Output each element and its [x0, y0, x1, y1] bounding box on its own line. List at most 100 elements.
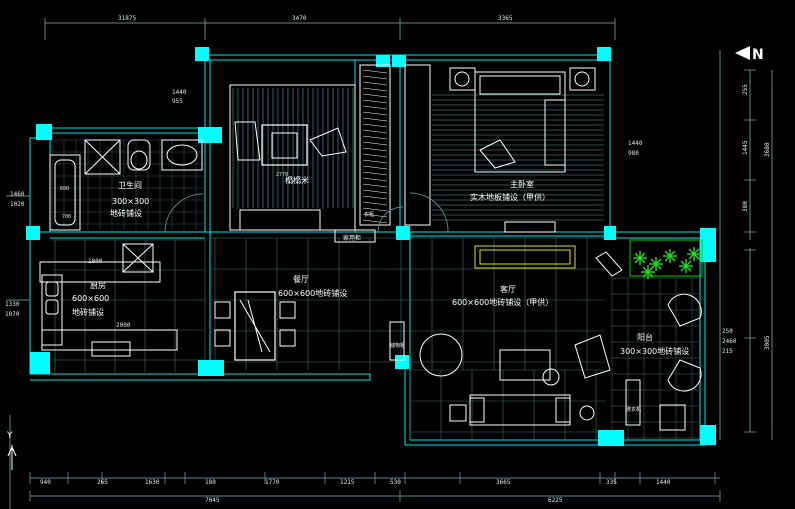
study-floor-pattern — [232, 88, 354, 208]
wardrobe-label: 衣柜 — [364, 211, 374, 218]
bathroom-tile: 300×300 — [112, 197, 149, 206]
wardrobe-hanger — [362, 165, 388, 170]
study-furniture — [229, 84, 376, 243]
plant-leaf — [688, 253, 695, 260]
outer-walls — [29, 54, 706, 446]
plant-leaf — [639, 252, 646, 259]
dim-bottom-4: 180 — [205, 479, 216, 486]
master-bedroom-furniture — [404, 64, 596, 233]
dim-bottom-2: 265 — [97, 479, 108, 486]
plant-leaf — [680, 260, 687, 267]
wardrobe-hanger — [362, 123, 388, 128]
dim-right-2: 1445 — [742, 140, 749, 155]
dim-bottom-total-1: 7045 — [205, 497, 220, 504]
wardrobe-hanger — [362, 117, 388, 122]
dimension-texts: 31875 3470 3365 940 265 1630 180 1770 12… — [5, 15, 671, 504]
wardrobe-hanger — [362, 99, 388, 104]
wardrobe-hanger — [362, 195, 388, 200]
dim-bottom-8: 3665 — [496, 479, 511, 486]
dim-right-4: 380 — [742, 201, 749, 212]
wardrobe-hanger — [362, 105, 388, 110]
wardrobe-hanger — [362, 93, 388, 98]
dim-kitchen-bottom: 2000 — [116, 322, 131, 329]
plant-leaf — [655, 263, 662, 270]
dim-study-v: 2770 — [276, 172, 288, 178]
dim-top-1: 31875 — [118, 15, 136, 22]
wardrobe-hanger — [362, 81, 388, 86]
plant-leaf — [669, 250, 676, 257]
wardrobe-hanger — [362, 135, 388, 140]
dim-bed-right-a: 1440 — [628, 140, 643, 147]
dim-right-6: 2460 — [722, 338, 737, 345]
balcony-furniture — [625, 239, 703, 431]
cabinet-label: 家用柜 — [343, 234, 361, 242]
dim-left-2b: 1020 — [10, 201, 25, 208]
master-finish: 实木地板铺设（甲供） — [470, 192, 550, 202]
axis-y-label: Y — [6, 431, 13, 441]
dim-kitchen-top: 1800 — [88, 258, 103, 265]
dim-left-1a: 1440 — [172, 89, 187, 96]
dim-bottom-9: 335 — [606, 479, 617, 486]
dim-bottom-total-2: 6225 — [548, 497, 563, 504]
dim-right-8: 3005 — [764, 335, 771, 350]
dining-table — [214, 291, 296, 361]
wardrobe-hanger — [362, 159, 388, 164]
dim-bottom-10: 1440 — [656, 479, 671, 486]
wardrobe-hanger — [362, 111, 388, 116]
dining-finish: 600×600地砖铺设 — [278, 288, 347, 298]
wardrobe-hanger — [362, 147, 388, 152]
dim-bottom-1: 940 — [40, 479, 51, 486]
plant-leaf — [685, 265, 692, 272]
plant-leaf — [647, 271, 654, 278]
study-name: 榻榻米 — [285, 175, 309, 185]
plant-leaf — [634, 257, 641, 264]
dim-left-3b: 1070 — [5, 311, 20, 318]
dim-bath-w2: 700 — [62, 214, 71, 220]
wardrobe-hanger — [362, 171, 388, 176]
living-furniture — [389, 245, 623, 426]
plant-leaf — [693, 253, 700, 260]
dim-bottom-5: 1770 — [265, 479, 280, 486]
plant-leaf — [669, 255, 676, 262]
living-name: 客厅 — [500, 284, 516, 294]
plant-leaf — [655, 258, 662, 265]
plant-leaf — [650, 258, 657, 265]
master-floor-pattern — [432, 94, 604, 221]
plant-leaf — [685, 260, 692, 267]
bathroom-fixtures — [49, 139, 203, 231]
dim-top-3: 3365 — [498, 15, 513, 22]
dim-left-3a: 1330 — [5, 301, 20, 308]
dim-left-2a: 1460 — [10, 191, 25, 198]
kitchen-name: 厨房 — [90, 280, 106, 290]
master-name: 主卧室 — [510, 179, 534, 189]
plant-leaf — [693, 248, 700, 255]
wardrobe-hanger — [362, 75, 388, 80]
dim-bed-right-b: 980 — [628, 150, 639, 157]
dimension-ticks — [29, 69, 756, 502]
wardrobe-hanger — [362, 69, 388, 74]
wardrobe-hanger — [362, 141, 388, 146]
kitchen-finish: 地砖铺设 — [72, 307, 104, 317]
dim-right-1: 255 — [742, 84, 749, 95]
ucs-axis-icon: Y — [6, 431, 17, 470]
wardrobe-hanger — [362, 201, 388, 206]
dim-bath-w: 600 — [60, 186, 69, 192]
dim-right-3: 3680 — [764, 142, 771, 157]
balcony-name: 阳台 — [637, 332, 653, 342]
dim-bottom-3: 1630 — [145, 479, 160, 486]
wardrobe-hanger — [362, 129, 388, 134]
storage-label: 储物柜 — [390, 342, 405, 349]
bathroom-finish: 地砖铺设 — [110, 208, 142, 218]
plant-leaf — [664, 255, 671, 262]
room-labels: 卫生间 300×300 地砖铺设 榻榻米 主卧室 实木地板铺设（甲供） 厨房 6… — [72, 175, 689, 413]
living-finish: 600×600地砖铺设（甲供） — [452, 297, 553, 307]
kitchen-fixtures — [39, 243, 178, 357]
plant-leaf — [642, 271, 649, 278]
plant-leaf — [680, 265, 687, 272]
wardrobe-hanger — [362, 183, 388, 188]
plant-leaf — [634, 252, 641, 259]
dimension-texts-right: 255 1445 3680 380 250 2460 215 3005 — [722, 84, 771, 355]
plant-leaf — [642, 266, 649, 273]
